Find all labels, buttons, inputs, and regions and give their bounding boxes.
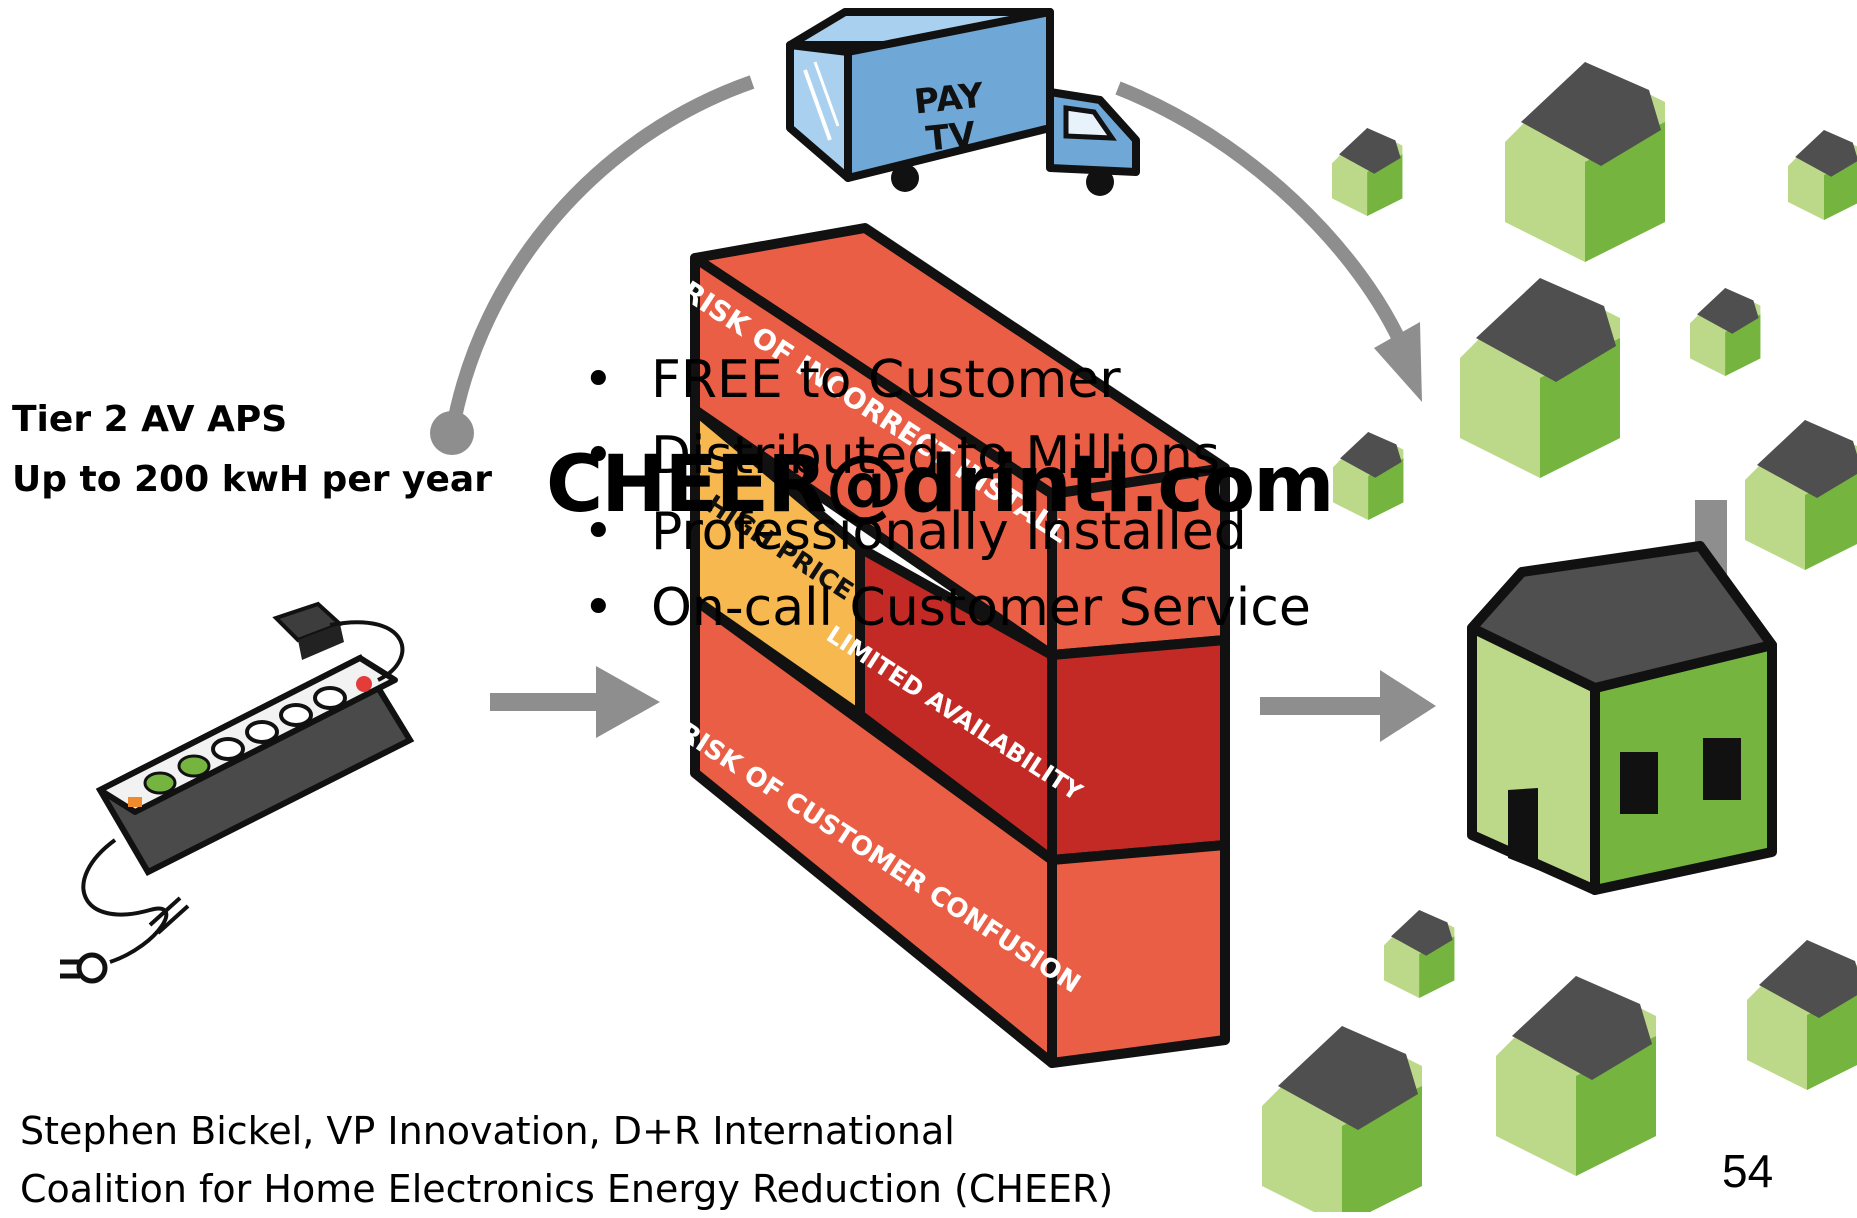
curved-arrow-right (1115, 81, 1411, 353)
curved-arrow-left (445, 75, 755, 435)
house-icon (1505, 62, 1665, 262)
truck-label-line1: PAY (912, 75, 986, 122)
house-icon (1333, 432, 1404, 520)
bullet-item: On-call Customer Service (583, 570, 1311, 646)
overlay-email: CHEER@drintl.com (546, 440, 1334, 530)
house-icon (1460, 278, 1620, 478)
house-icon (1690, 288, 1761, 376)
presenter-credit: Stephen Bickel, VP Innovation, D+R Inter… (20, 1102, 1113, 1218)
house-icon (1496, 976, 1656, 1176)
house-icon (1745, 420, 1857, 570)
house-icon (1262, 1026, 1422, 1212)
arrow-to-home (1260, 670, 1436, 742)
truck-label-line2: TV (924, 115, 978, 160)
house-icon (1747, 940, 1857, 1090)
benefits-list: FREE to Customer Distributed to Millions… (583, 342, 1311, 646)
tier-line-1: Tier 2 AV APS (12, 399, 288, 440)
curved-arrow-head (1374, 322, 1422, 402)
target-house-icon (1467, 500, 1777, 895)
page-number: 54 (1722, 1145, 1774, 1197)
house-icon (1384, 910, 1455, 998)
tier-info: Tier 2 AV APS Up to 200 kwH per year (12, 390, 492, 510)
credit-line-1: Stephen Bickel, VP Innovation, D+R Inter… (20, 1109, 955, 1153)
credit-line-2: Coalition for Home Electronics Energy Re… (20, 1167, 1114, 1211)
power-strip (60, 601, 415, 984)
house-icon (1788, 130, 1857, 220)
tier-line-2: Up to 200 kwH per year (12, 459, 492, 500)
bullet-item: Distributed to Millions (583, 418, 1311, 494)
arrow-start-dot (430, 411, 474, 455)
house-icon (1332, 128, 1403, 216)
bullet-item: Professionally Installed (583, 494, 1311, 570)
bullet-item: FREE to Customer (583, 342, 1311, 418)
pay-tv-truck (786, 8, 1140, 196)
arrow-to-wall (490, 666, 660, 738)
